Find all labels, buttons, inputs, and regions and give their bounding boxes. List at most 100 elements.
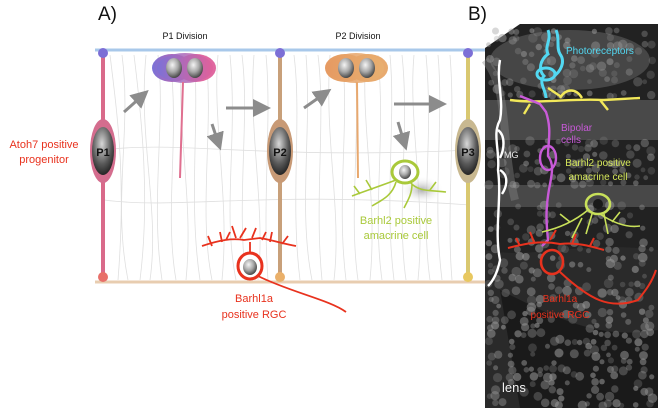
nucleus-dot	[591, 41, 601, 51]
nucleus-dot	[548, 283, 555, 290]
nucleus-dot	[611, 344, 618, 351]
nucleus-dot	[484, 337, 493, 346]
nucleus-dot	[511, 266, 522, 277]
nucleus-dot	[520, 50, 528, 58]
nucleus-dot	[582, 301, 591, 309]
nucleus-dot	[571, 144, 579, 151]
photoreceptors-label: Photoreceptors	[566, 46, 634, 57]
nucleus-dot	[508, 144, 518, 154]
nucleus-dot	[606, 92, 614, 100]
nucleus-dot	[536, 317, 544, 325]
nucleus-dot	[543, 365, 549, 371]
nucleus-dot	[546, 273, 556, 283]
nucleus-dot	[621, 332, 628, 339]
nucleus-dot	[549, 294, 557, 302]
nucleus-dot	[641, 343, 649, 351]
nucleus-dot	[549, 211, 556, 219]
p1-division-label: P1 Division	[162, 31, 207, 41]
nucleus-dot	[628, 281, 634, 287]
nucleus-dot	[618, 39, 628, 49]
nucleus-dot	[639, 358, 647, 366]
nucleus-dot	[606, 309, 614, 316]
nucleus-dot	[607, 357, 615, 364]
nucleus-dot	[599, 359, 605, 365]
nucleus-dot	[527, 179, 535, 188]
nucleus-dot	[592, 365, 600, 372]
nucleus-dot	[514, 330, 522, 338]
panel-a: A) P1 P1 Division	[9, 4, 488, 321]
nucleus-dot	[557, 243, 567, 253]
nucleus-dot	[558, 395, 565, 402]
nucleus-dot	[633, 77, 643, 87]
nucleus-dot	[486, 315, 494, 323]
nucleus-dot	[486, 149, 496, 159]
lens-label: lens	[502, 380, 526, 395]
nucleus-dot	[528, 51, 535, 58]
nucleus-dot	[569, 261, 576, 268]
nucleus-dot	[549, 373, 557, 381]
nucleus-dot	[617, 159, 626, 169]
nucleus-dot	[597, 307, 607, 318]
panel-b: B) Photoreceptors Bipolar c	[468, 4, 658, 408]
p1-label: P1	[96, 147, 109, 159]
bipolar-cell	[519, 94, 558, 247]
nucleus-dot	[546, 56, 557, 66]
nucleus-dot	[526, 225, 536, 235]
nucleus-dot	[640, 225, 646, 231]
nucleus-dot	[634, 338, 643, 347]
nucleus-dot	[565, 168, 572, 174]
nucleus-dot	[505, 373, 514, 382]
nucleus-dot	[540, 380, 550, 390]
nucleus-dot	[619, 281, 626, 288]
nucleus-dot	[606, 42, 615, 50]
nucleus-dot	[584, 311, 592, 319]
nucleus-dot	[563, 41, 571, 50]
nucleus-dot	[647, 40, 656, 49]
nucleus-dot	[486, 393, 493, 400]
nucleus-dot	[608, 181, 613, 187]
nucleus-dot	[513, 224, 520, 231]
nucleus-dot	[603, 278, 614, 289]
nucleus-dot	[522, 252, 530, 261]
nucleus-dot	[565, 153, 571, 159]
nucleus-dot	[501, 324, 506, 330]
nucleus-dot	[507, 218, 515, 226]
nucleus-dot	[625, 68, 633, 76]
nucleus-dot	[632, 158, 642, 168]
barhl2-label-b-line2: amacrine cell	[569, 172, 628, 183]
nucleus-dot	[569, 175, 577, 183]
barhl2-label-b-line1: Barhl2 positive	[565, 158, 631, 169]
nucleus-dot	[507, 237, 513, 243]
nucleus-dot	[520, 77, 527, 85]
nucleus-dot	[484, 180, 494, 190]
nucleus-dot	[625, 318, 632, 325]
nucleus-dot	[620, 90, 627, 96]
nucleus-dot	[610, 224, 619, 234]
nucleus-dot	[604, 391, 615, 402]
progenitor-p2: P2	[267, 48, 293, 282]
nucleus-dot	[640, 167, 646, 173]
nucleus-dot	[554, 348, 564, 358]
nucleus-dot	[496, 303, 502, 309]
nucleus-dot	[592, 239, 601, 248]
nucleus-dot	[605, 237, 614, 247]
p3-label: P3	[461, 147, 474, 159]
nucleus-dot	[646, 399, 654, 408]
nucleus-dot	[508, 366, 517, 375]
nucleus-dot	[514, 47, 522, 55]
barhl2-amacrine-cell-b	[541, 192, 641, 239]
nucleus-dot	[605, 316, 614, 324]
nucleus-dot	[577, 56, 585, 64]
p2-division-label: P2 Division	[335, 31, 380, 41]
nucleus-dot	[486, 42, 491, 48]
nucleus-dot	[620, 255, 626, 261]
nucleus-dot	[569, 62, 576, 69]
nucleus-dot	[570, 180, 579, 189]
nucleus-dot	[591, 164, 601, 173]
nucleus-dot	[492, 399, 499, 407]
nucleus-dot	[577, 339, 583, 346]
nucleus-dot	[633, 180, 639, 186]
nucleus-dot	[610, 371, 619, 380]
nucleus-dot	[527, 166, 534, 173]
nucleus-dot	[590, 139, 598, 148]
